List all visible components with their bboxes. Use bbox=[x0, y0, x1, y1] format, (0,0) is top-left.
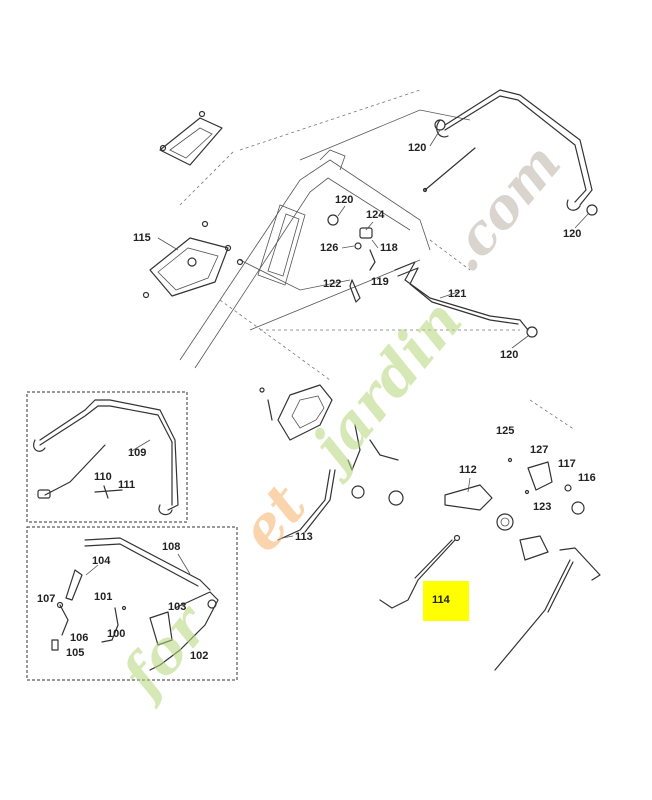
cable-114 bbox=[379, 534, 461, 609]
label-125: 125 bbox=[496, 425, 514, 437]
middle-bail bbox=[327, 214, 538, 338]
label-120-middle: 120 bbox=[335, 194, 353, 206]
watermark: for et jardin .com bbox=[106, 131, 573, 712]
inset-box-upper bbox=[26, 391, 188, 523]
watermark-part-4: .com bbox=[431, 131, 573, 283]
part-labels: 120 120 120 120 124 126 118 119 122 121 … bbox=[37, 142, 596, 662]
inset-box-lower bbox=[26, 526, 238, 681]
label-122: 122 bbox=[323, 278, 341, 290]
label-115: 115 bbox=[133, 232, 151, 244]
label-116: 116 bbox=[578, 472, 596, 484]
label-112: 112 bbox=[459, 464, 477, 476]
highlight-114 bbox=[423, 581, 469, 621]
leader-lines bbox=[85, 129, 589, 576]
label-102: 102 bbox=[190, 650, 208, 662]
label-117: 117 bbox=[558, 458, 576, 470]
label-103: 103 bbox=[168, 601, 186, 613]
label-107: 107 bbox=[37, 593, 55, 605]
label-105: 105 bbox=[66, 647, 84, 659]
label-109: 109 bbox=[128, 447, 146, 459]
label-121: 121 bbox=[448, 288, 466, 300]
label-111: 111 bbox=[118, 479, 135, 491]
handle-frame bbox=[179, 89, 576, 431]
label-120-lower: 120 bbox=[500, 349, 518, 361]
label-114: 114 bbox=[432, 594, 451, 606]
label-100: 100 bbox=[107, 628, 125, 640]
label-119: 119 bbox=[371, 276, 389, 288]
control-mechanism bbox=[259, 384, 601, 671]
label-120-top: 120 bbox=[408, 142, 426, 154]
label-106: 106 bbox=[70, 632, 88, 644]
label-124: 124 bbox=[366, 209, 385, 221]
label-104: 104 bbox=[92, 555, 111, 567]
label-113: 113 bbox=[295, 531, 313, 543]
label-126: 126 bbox=[320, 242, 338, 254]
label-110: 110 bbox=[94, 471, 112, 483]
label-120-right: 120 bbox=[563, 228, 581, 240]
label-108: 108 bbox=[162, 541, 180, 553]
label-123: 123 bbox=[533, 501, 551, 513]
label-118: 118 bbox=[380, 242, 398, 254]
watermark-part-2: et bbox=[227, 471, 320, 564]
watermark-part-3: jardin bbox=[292, 287, 475, 487]
label-127: 127 bbox=[530, 444, 548, 456]
label-101: 101 bbox=[94, 591, 112, 603]
bracket-plate bbox=[142, 110, 244, 299]
